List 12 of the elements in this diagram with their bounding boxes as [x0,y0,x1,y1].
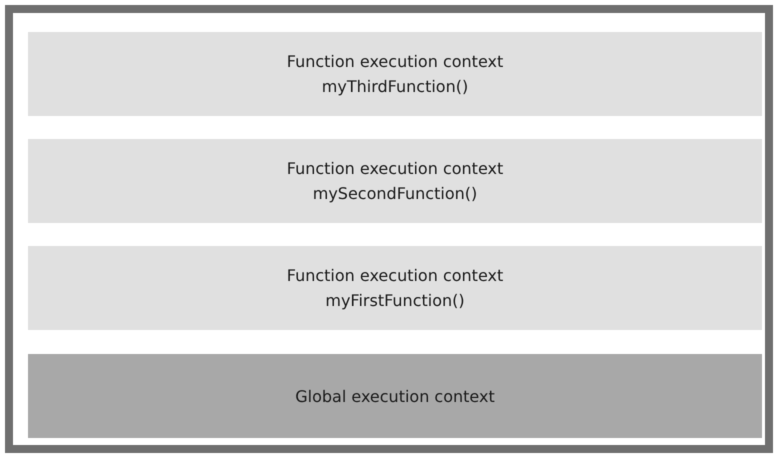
context-label: Global execution context [295,386,495,408]
context-label: Function execution context [286,265,504,287]
context-layer [28,139,762,223]
context-label: mySecondFunction() [312,183,478,205]
context-label: myThirdFunction() [322,76,468,98]
context-label: Function execution context [286,158,504,180]
context-layer [28,246,762,330]
context-label: Function execution context [286,51,504,73]
context-label: myFirstFunction() [325,290,465,312]
context-layer [28,32,762,116]
stack-frame [5,5,773,453]
context-layer [28,354,762,438]
